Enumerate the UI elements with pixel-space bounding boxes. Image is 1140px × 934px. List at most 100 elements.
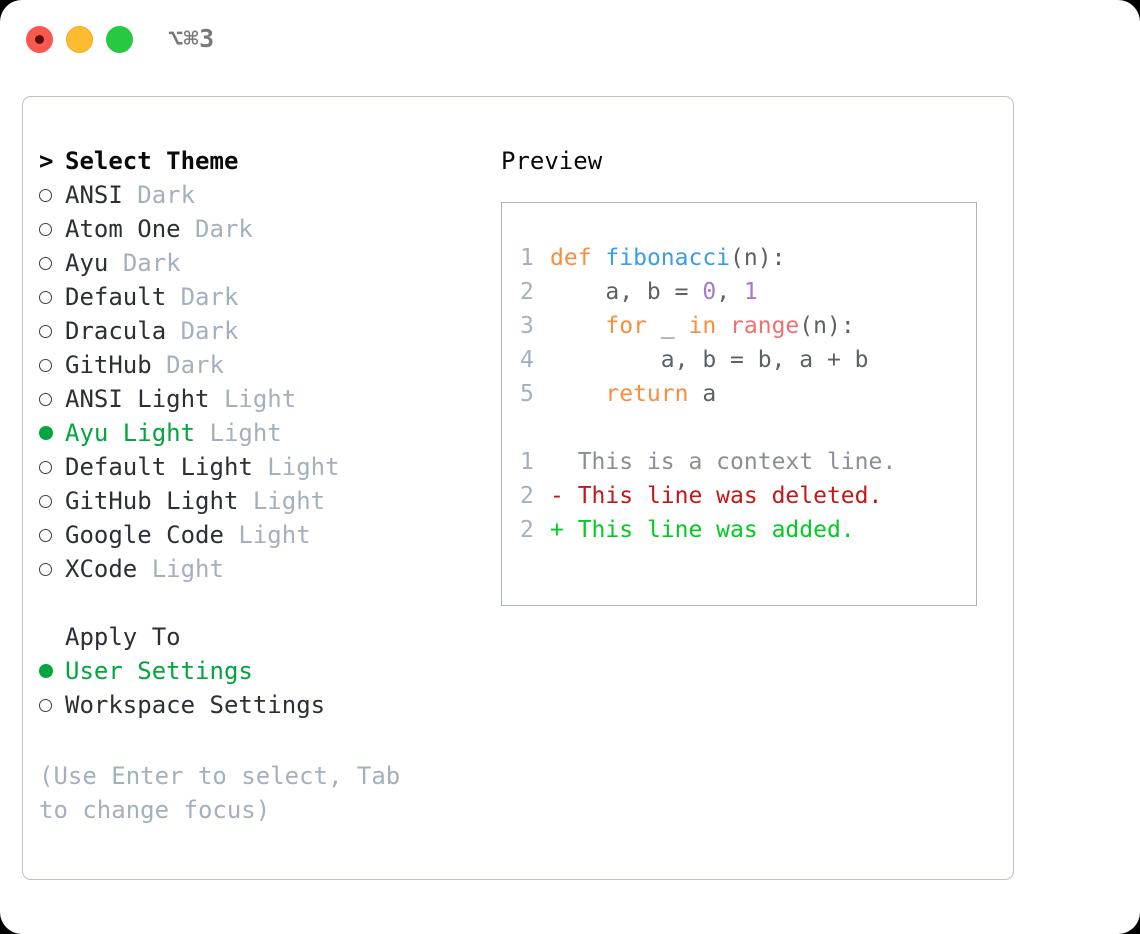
radio-marker [39,657,65,685]
radio-unselected-icon [39,359,52,372]
radio-marker [39,215,65,243]
theme-option-label: ANSI [65,181,123,209]
code-token-txt: , [716,279,744,305]
diff-line-number: 1 [520,449,534,475]
theme-option-github[interactable]: GitHub Dark [39,351,469,385]
radio-unselected-icon [39,291,52,304]
apply-to-option-workspace-settings[interactable]: Workspace Settings [39,691,469,725]
maximize-button[interactable] [106,26,133,53]
code-token-num: 0 [702,279,717,305]
select-theme-heading-label: Select Theme [65,147,239,175]
theme-option-label: GitHub Light [65,487,239,515]
theme-option-ayu-light[interactable]: Ayu Light Light [39,419,469,453]
code-line-content: a, b = 0, 1 [550,275,757,309]
code-token-fn: fibonacci [605,245,731,271]
code-line-number: 3 [520,313,534,339]
minimize-button[interactable] [66,26,93,53]
radio-marker [39,249,65,277]
radio-selected-icon [39,664,53,678]
theme-option-ansi-light[interactable]: ANSI Light Light [39,385,469,419]
code-line-content: return a [550,377,716,411]
theme-option-github-light[interactable]: GitHub Light Light [39,487,469,521]
radio-marker [39,487,65,515]
radio-unselected-icon [39,495,52,508]
code-token-txt: (n): [799,313,855,339]
theme-option-label: Default Light [65,453,253,481]
theme-option-google-code[interactable]: Google Code Light [39,521,469,555]
radio-marker [39,385,65,413]
radio-unselected-icon [39,529,52,542]
theme-option-ayu[interactable]: Ayu Dark [39,249,469,283]
theme-option-label: ANSI Light [65,385,210,413]
code-diff-separator [520,411,976,445]
radio-marker [39,555,65,583]
theme-option-label: Ayu Light [65,419,196,447]
apply-to-option-label: User Settings [65,657,253,685]
code-line-number: 2 [520,279,534,305]
apply-to-option-user-settings[interactable]: User Settings [39,657,469,691]
apply-to-heading-label: Apply To [65,623,181,651]
theme-option-label: Atom One [65,215,181,243]
theme-option-ansi[interactable]: ANSI Dark [39,181,469,215]
theme-option-variant: Light [223,385,297,413]
code-token-kw: for [605,313,647,339]
apply-to-heading: Apply To [39,623,469,657]
theme-option-variant: Dark [122,249,181,277]
radio-unselected-icon [39,461,52,474]
code-token-txt [550,313,605,339]
code-line: 4 a, b = b, a + b [520,343,976,377]
keyboard-shortcut-label: ⌥⌘3 [168,24,215,53]
diff-line-number: 2 [520,517,534,543]
radio-unselected-icon [39,189,52,202]
code-token-kw: return [605,381,689,407]
diff-line: 2 + This line was added. [520,513,976,547]
code-line-number: 4 [520,347,534,373]
radio-marker [39,317,65,345]
theme-option-variant: Light [238,521,311,549]
radio-marker [39,419,65,447]
theme-option-atom-one[interactable]: Atom One Dark [39,215,469,249]
diff-sign [550,449,564,475]
hint-text: (Use Enter to select, Tab to change focu… [39,762,401,824]
code-token-txt [716,313,730,339]
theme-option-default-light[interactable]: Default Light Light [39,453,469,487]
caret-icon: > [39,147,54,175]
diff-text: This line was added. [563,517,855,543]
diff-sample: 1 This is a context line.2- This line wa… [520,445,976,547]
theme-option-xcode[interactable]: XCode Light [39,555,469,589]
radio-unselected-icon [39,223,52,236]
theme-option-label: XCode [65,555,138,583]
code-token-kw: in [688,313,717,339]
code-line: 5 return a [520,377,976,411]
code-token-txt [592,245,606,271]
theme-option-label: Ayu [65,249,109,277]
radio-unselected-icon [39,563,52,576]
diff-sign: - [550,483,564,509]
code-token-txt [550,381,605,407]
code-line: 3 for _ in range(n): [520,309,976,343]
theme-option-variant: Light [252,487,326,515]
theme-option-label: GitHub [65,351,152,379]
theme-option-default[interactable]: Default Dark [39,283,469,317]
preview-heading: Preview [501,147,603,175]
theme-option-dracula[interactable]: Dracula Dark [39,317,469,351]
theme-option-variant: Dark [166,351,224,379]
diff-line: 2- This line was deleted. [520,479,976,513]
code-token-call: range [730,313,800,339]
theme-option-label: Google Code [65,521,224,549]
theme-option-variant: Light [209,419,282,447]
title-bar: ⌥⌘3 [0,0,1140,78]
diff-text: This line was deleted. [563,483,883,509]
code-line-number: 1 [520,245,534,271]
radio-marker [39,521,65,549]
diff-sign: + [550,517,564,543]
radio-marker [39,453,65,481]
radio-marker [39,351,65,379]
